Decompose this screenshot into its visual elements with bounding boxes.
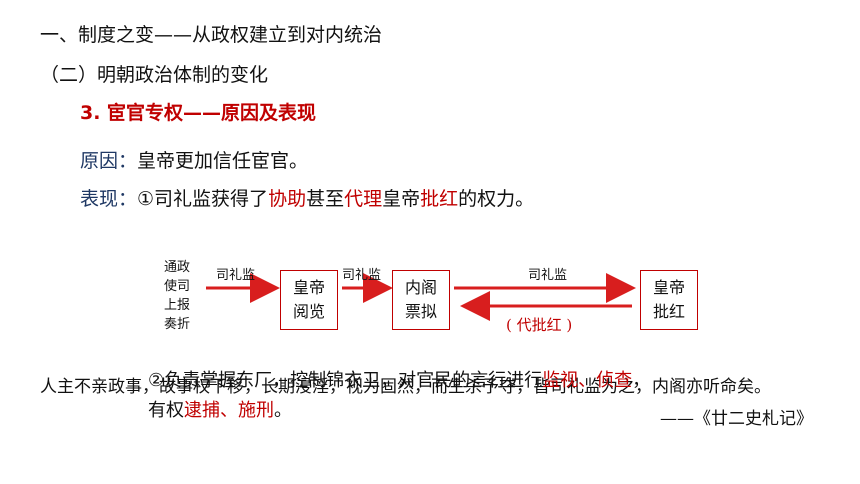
box-line: 内阁 bbox=[404, 278, 437, 297]
label-silijian-1: 司礼监 bbox=[216, 268, 256, 283]
section-title: 3. 宦官专权——原因及表现 bbox=[80, 102, 317, 124]
manifestation-text: 的权力。 bbox=[458, 188, 535, 210]
manifestation-line: 表现：①司礼监获得了协助甚至代理皇帝批红的权力。 bbox=[80, 184, 534, 211]
point2-text: 有权 bbox=[148, 400, 184, 421]
point2-text: ②负责掌握东厂，控制锦衣卫，对官民的言行进行 bbox=[148, 370, 543, 391]
sub-heading: （二）明朝政治体制的变化 bbox=[40, 64, 269, 86]
box-line: 皇帝 bbox=[652, 278, 685, 297]
manifestation-text: ①司礼监获得了 bbox=[137, 188, 269, 210]
source-line: 通政 bbox=[164, 260, 191, 275]
manifestation-label: 表现： bbox=[80, 188, 138, 210]
point2-text: ， bbox=[632, 370, 651, 391]
highlight-pihong: 批红 bbox=[420, 188, 459, 210]
box-emperor-review: 皇帝 阅览 bbox=[280, 270, 338, 330]
highlight-assist: 协助 bbox=[268, 188, 307, 210]
box-cabinet-draft: 内阁 票拟 bbox=[392, 270, 450, 330]
highlight-arrest: 逮捕、施刑 bbox=[184, 400, 274, 421]
quote-text: 人主不亲政事，故事权下移，长期浸淫，视为固然，而生杀予夺，皆司礼监为之，内阁亦听… bbox=[40, 377, 771, 397]
box-emperor-pihong: 皇帝 批红 bbox=[640, 270, 698, 330]
point2-text: 。 bbox=[274, 400, 292, 421]
source-line: 使司 bbox=[164, 279, 191, 294]
reason-label: 原因： bbox=[80, 150, 138, 172]
label-silijian-2: 司礼监 bbox=[342, 268, 382, 283]
manifestation-text: 甚至 bbox=[306, 188, 345, 210]
box-line: 阅览 bbox=[292, 302, 325, 321]
point2-line2: 有权逮捕、施刑。 bbox=[148, 396, 292, 422]
diagram-source: 通政 使司 上报 奏折 bbox=[164, 258, 204, 334]
highlight-act-for: 代理 bbox=[344, 188, 383, 210]
source-line: 上报 bbox=[164, 298, 191, 313]
label-silijian-3: 司礼监 bbox=[528, 268, 568, 283]
reason-line: 原因：皇帝更加信任宦官。 bbox=[80, 146, 308, 173]
label-dai-pihong: ( 代批红 ) bbox=[506, 316, 573, 334]
source-line: 奏折 bbox=[164, 317, 191, 332]
highlight-surveil: 监视、侦查 bbox=[542, 370, 633, 391]
quote-source: ——《廿二史札记》 bbox=[660, 409, 813, 429]
box-line: 票拟 bbox=[404, 302, 437, 321]
box-line: 批红 bbox=[652, 302, 685, 321]
page-heading: 一、制度之变——从政权建立到对内统治 bbox=[40, 24, 383, 46]
point2-line1: ②负责掌握东厂，控制锦衣卫，对官民的言行进行监视、侦查， bbox=[148, 366, 650, 392]
box-line: 皇帝 bbox=[292, 278, 325, 297]
reason-text: 皇帝更加信任宦官。 bbox=[137, 150, 309, 172]
manifestation-text: 皇帝 bbox=[382, 188, 421, 210]
